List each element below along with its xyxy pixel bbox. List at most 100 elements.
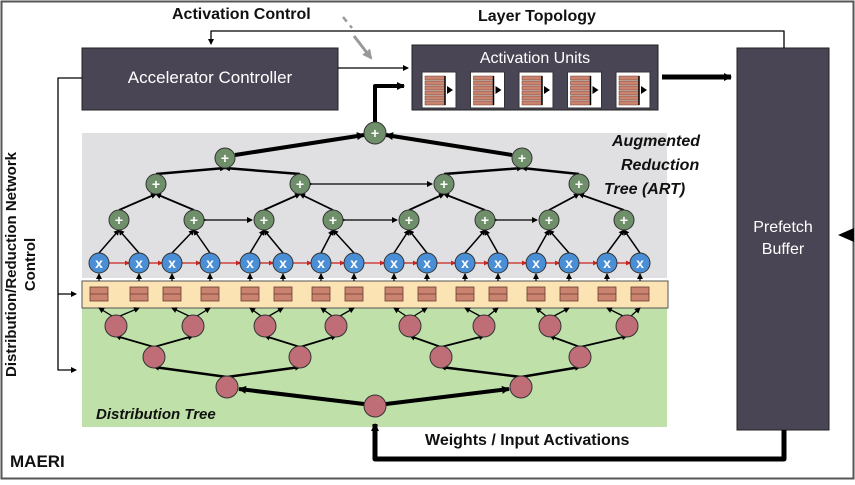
multiplier-node-symbol: x — [461, 255, 469, 271]
multiplier-node-symbol: x — [95, 255, 103, 271]
multiplier-node-symbol: x — [206, 255, 214, 271]
multiplier-node-shape — [416, 252, 438, 274]
multiplier-node-symbol: x — [636, 255, 644, 271]
distribution-node-shape — [288, 345, 312, 369]
accelerator-controller-box — [81, 47, 339, 111]
art-edge-mult-to-adder — [98, 229, 120, 254]
activation-unit-cell — [424, 80, 446, 86]
adder-node-symbol: + — [481, 212, 489, 228]
leaf-to-switch-edge — [320, 307, 333, 317]
multiplier-node: x — [343, 252, 365, 274]
multiplier-node: x — [416, 252, 438, 274]
multiplier-node: x — [128, 252, 150, 274]
adder-node-shape — [474, 209, 496, 231]
distribution-tree-label: Distribution Tree — [96, 406, 216, 423]
adder-node-shape — [433, 173, 455, 195]
switch-cell — [344, 286, 364, 302]
dist-edge-d1-to-leaf — [579, 334, 628, 348]
activation-unit-cell — [473, 90, 494, 96]
art-edge-mult-to-adder — [193, 229, 211, 254]
adder-node-shape — [322, 209, 344, 231]
multiplier-node-shape — [128, 252, 150, 274]
adder-node: + — [214, 147, 236, 169]
dist-edge-d2-to-d1 — [520, 364, 581, 379]
art-edge-l1-to-l2 — [408, 193, 445, 211]
dist-edge-root-to-d2 — [238, 385, 365, 406]
art-label-3: Tree (ART) — [604, 181, 686, 198]
adder-node-symbol: + — [620, 212, 628, 228]
adder-node-shape — [398, 209, 420, 231]
art-edge-mult-to-adder — [623, 229, 641, 254]
activation-unit-cell — [618, 90, 640, 96]
dist-edge-d1-to-leaf — [299, 334, 337, 348]
distribution-node-shape — [398, 314, 422, 338]
activation-unit-cell — [618, 100, 640, 106]
distribution-node — [568, 345, 592, 369]
activation-unit-arrow — [641, 86, 647, 94]
leaf-to-switch-edge — [464, 307, 481, 317]
distribution-node-shape — [181, 314, 205, 338]
activation-unit-cell — [521, 85, 543, 91]
adder-node: + — [538, 209, 560, 231]
activation-unit-cell — [521, 75, 543, 81]
dist-edge-d2-to-d1 — [226, 364, 301, 379]
art-label-2: Reduction — [621, 157, 700, 174]
switch-cell — [162, 286, 182, 302]
root-to-activation-path — [373, 82, 405, 122]
multiplier-node-symbol: x — [532, 255, 540, 271]
adder-root-node-shape — [363, 121, 387, 145]
multiplier-node-symbol: x — [603, 255, 611, 271]
dist-edge-d1-to-leaf — [264, 334, 301, 348]
adder-node-symbol: + — [405, 212, 413, 228]
distribution-node — [324, 314, 348, 338]
dist-edge-d1-to-leaf — [115, 334, 155, 348]
multiplier-node-shape — [558, 252, 580, 274]
adder-node-symbol: + — [221, 150, 229, 166]
multiplier-node-shape — [383, 252, 405, 274]
multiplier-node-symbol: x — [494, 255, 502, 271]
layer-topology-label: Layer Topology — [478, 8, 596, 25]
activation-control-label: Activation Control — [172, 6, 311, 23]
art-edge-l3-to-root — [234, 132, 365, 157]
art-edge-mult-to-adder — [118, 229, 140, 254]
multiplier-node-symbol: x — [423, 255, 431, 271]
dist-edge-d1-to-leaf — [409, 334, 442, 348]
dist-red-control-line-1: Distribution/Reduction Network — [3, 152, 20, 377]
art-edge-l1-to-l2 — [443, 193, 486, 211]
distribution-node-shape — [509, 375, 533, 399]
switch-cell — [526, 286, 546, 302]
multiplier-node: x — [454, 252, 476, 274]
distribution-node-shape — [568, 345, 592, 369]
art-edge-l1-to-l2 — [299, 193, 334, 211]
activation-unit-cell — [521, 90, 543, 96]
leaf-to-switch-edge — [196, 307, 211, 317]
activation-unit-cell — [521, 80, 543, 86]
art-edge-mult-to-adder — [249, 229, 265, 254]
activation-unit-cell — [473, 75, 494, 81]
multiplier-node-shape — [454, 252, 476, 274]
distribution-node-shape — [215, 375, 239, 399]
activation-unit-arrow — [592, 86, 599, 94]
adder-node: + — [108, 209, 130, 231]
multiplier-node-shape — [629, 252, 651, 274]
dist-red-control-label: Distribution/Reduction Network Control — [2, 152, 40, 377]
distribution-root-node-shape — [363, 394, 387, 418]
adder-node-shape — [613, 209, 635, 231]
multiplier-node: x — [525, 252, 547, 274]
adder-node-shape — [145, 173, 167, 195]
adder-node-shape — [511, 147, 533, 169]
distribution-node — [429, 345, 453, 369]
activation-unit — [421, 71, 457, 109]
switch-cell — [488, 286, 508, 302]
multiplier-node-shape — [596, 252, 618, 274]
adder-node: + — [322, 209, 344, 231]
activation-unit-cell — [618, 95, 640, 101]
multiplier-node-shape — [310, 252, 332, 274]
dist-red-control-line-2: Control — [22, 237, 39, 292]
activation-control-dash — [342, 16, 353, 29]
multiplier-node-shape — [343, 252, 365, 274]
adder-node: + — [511, 147, 533, 169]
leaf-to-switch-edge — [487, 307, 499, 317]
prefetch-buffer-label-1: Prefetch — [753, 219, 813, 236]
prefetch-buffer-box — [736, 47, 830, 431]
